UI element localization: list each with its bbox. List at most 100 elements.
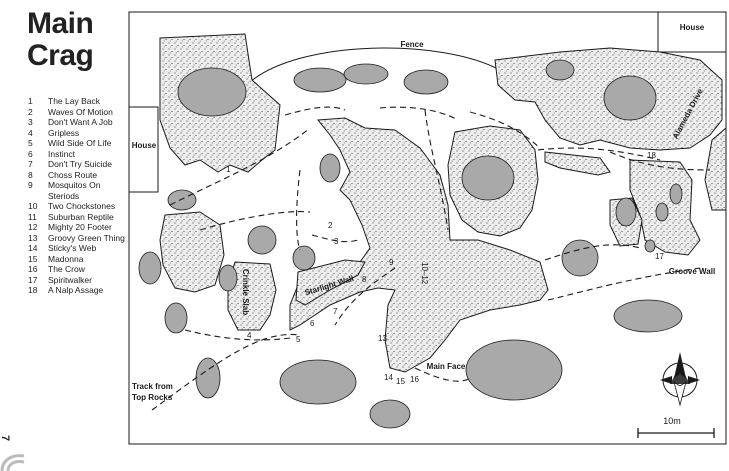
route-name: Groovy Green Thing: [48, 232, 125, 243]
bush: [603, 75, 657, 121]
route-number: 12: [28, 222, 38, 232]
route-name: Gripless: [48, 127, 80, 138]
route-item: 4 Gripless: [28, 128, 128, 139]
scale-bar: 10m: [637, 416, 715, 438]
track: [199, 211, 311, 231]
track: [424, 109, 449, 231]
vegetation: [138, 59, 683, 429]
route-marker: 17: [655, 252, 664, 261]
track: [151, 333, 301, 411]
bush: [167, 189, 197, 211]
page-number: 7: [0, 434, 12, 442]
track: [169, 127, 311, 206]
route-marker: 14: [384, 373, 393, 382]
track: [414, 367, 471, 382]
house-top-right: [657, 11, 727, 53]
route-name: Choss Route: [48, 169, 98, 180]
route-name: Waves Of Motion: [48, 106, 113, 117]
route-number: 4: [28, 127, 33, 138]
bush: [247, 225, 277, 255]
groove-wall-label: Groove Wall: [669, 267, 715, 276]
track: [537, 147, 661, 161]
bush: [293, 67, 347, 93]
route-name: Mighty 20 Footer: [48, 222, 112, 232]
route-number: 10: [28, 201, 38, 211]
bush: [465, 339, 563, 401]
track-label-line1: Track from: [132, 382, 173, 391]
scale-label: 10m: [663, 416, 681, 426]
route-item: 15 Madonna: [28, 254, 128, 265]
route-marker: 15: [396, 377, 405, 386]
route-marker: 10–12: [420, 262, 429, 285]
route-number: 16: [28, 264, 38, 274]
route-marker: 8: [362, 275, 367, 284]
route-name: Mosquitos On Steriods: [48, 180, 101, 201]
route-name: Suburban Reptile: [48, 211, 114, 222]
route-item: 11 Suburban Reptile: [28, 212, 128, 223]
bush: [164, 302, 188, 334]
route-name: Two Chockstones: [48, 201, 116, 211]
route-number: 9: [28, 180, 33, 190]
route-number: 18: [28, 285, 38, 295]
route-item: 18 A Nalp Assage: [28, 285, 128, 296]
rock-main-crag: [289, 117, 549, 373]
track-label-line2: Top Rocks: [132, 393, 173, 402]
bush: [615, 197, 637, 227]
bush: [195, 357, 221, 399]
bush: [279, 359, 357, 405]
track: [184, 329, 291, 341]
fence-label: Fence: [400, 40, 424, 49]
route-marker: 9: [389, 258, 394, 267]
rock-right-strip: [544, 151, 611, 176]
bush: [319, 153, 341, 183]
route-name: Madonna: [48, 253, 84, 264]
route-number: 7: [28, 159, 33, 169]
rock-small-left: [159, 211, 225, 293]
route-item: 12 Mighty 20 Footer: [28, 222, 128, 233]
route-name: A Nalp Assage: [48, 285, 104, 295]
page-title: Main Crag: [27, 7, 94, 72]
route-name: Wild Side Of Life: [48, 138, 112, 148]
route-name: Instinct: [48, 148, 75, 159]
track: [296, 169, 301, 251]
route-item: 16 The Crow: [28, 264, 128, 275]
route-name: Don't Want A Job: [48, 117, 113, 127]
title-line-2: Crag: [27, 39, 94, 72]
bush: [292, 245, 316, 271]
bush: [655, 202, 669, 222]
track: [544, 244, 641, 261]
route-item: 13 Groovy Green Thing: [28, 233, 128, 244]
route-name: The Crow: [48, 264, 85, 274]
bush: [461, 155, 515, 201]
bush: [177, 67, 247, 117]
track: [311, 234, 359, 243]
bush: [669, 183, 683, 205]
title-line-1: Main: [27, 7, 94, 40]
route-marker: 7: [333, 307, 338, 316]
bush: [561, 239, 599, 277]
route-marker: 2: [328, 221, 333, 230]
crinkle-slab-label: Crinkle Slab: [241, 269, 250, 315]
route-number: 13: [28, 232, 38, 243]
route-name: The Lay Back: [48, 96, 100, 106]
bush: [545, 59, 575, 81]
route-number: 15: [28, 253, 38, 264]
route-item: 7 Don't Try Suicide: [28, 159, 128, 170]
track: [379, 106, 459, 121]
bush: [138, 251, 162, 285]
route-name: Don't Try Suicide: [48, 159, 112, 169]
house-left: [128, 106, 159, 193]
route-marker: 16: [410, 375, 419, 384]
route-number: 11: [28, 211, 37, 222]
publisher-logo-icon: [0, 454, 25, 471]
rock-right-edge: [704, 126, 727, 211]
track: [469, 111, 541, 149]
route-number: 17: [28, 274, 38, 285]
track: [609, 151, 711, 171]
bush: [343, 63, 389, 85]
